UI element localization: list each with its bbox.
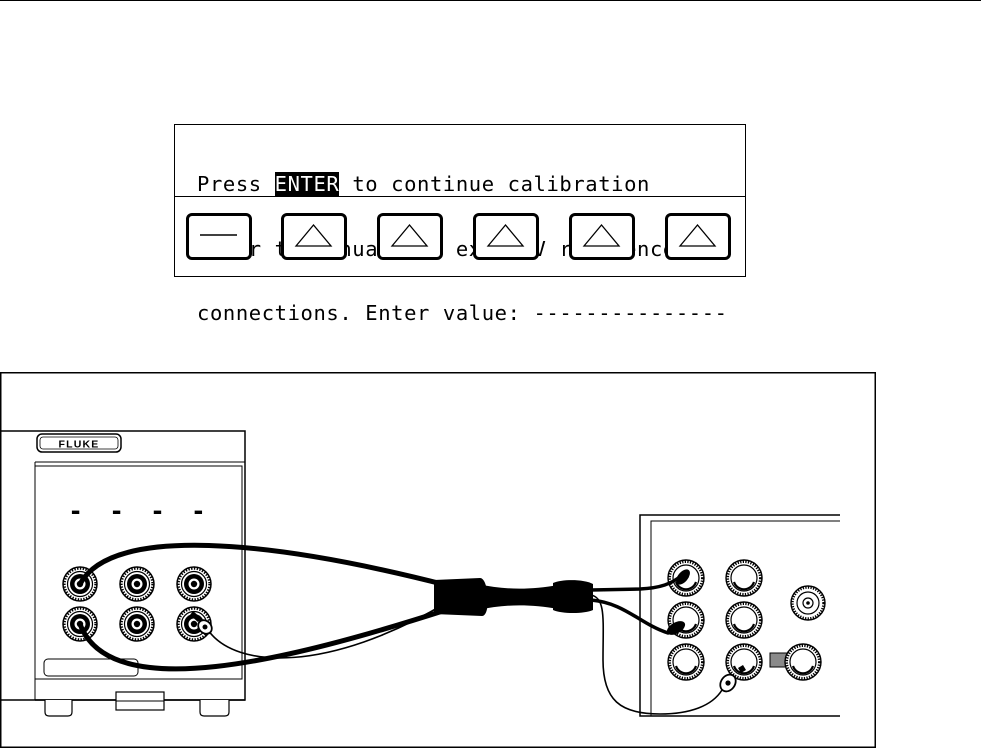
reference-post-middle-right: [724, 600, 764, 640]
top-rule: [0, 0, 981, 1]
lcd-line-2: Refer to manual for ext dcV reference: [197, 236, 675, 261]
calibrator-display-digits: - - - -: [68, 497, 211, 525]
triangle-up-icon: [678, 223, 717, 247]
lcd-message: Press ENTER to continue calibration Refe…: [197, 131, 728, 368]
test-cable: [77, 542, 723, 715]
fluke-logo-badge: [36, 433, 122, 453]
reference-instrument: [639, 514, 840, 717]
lcd-line-1-suffix: to continue calibration: [339, 172, 650, 196]
triangle-up-icon: [582, 223, 621, 247]
triangle-up-icon: [294, 223, 333, 247]
lcd-line-3: connections. Enter value: --------------…: [197, 301, 728, 325]
reference-post-bottom-left: [666, 642, 706, 682]
reference-post-top-right: [724, 558, 764, 598]
calibrator-jack-top-right: [175, 565, 213, 603]
banana-plug-lo: [666, 621, 686, 635]
bnc-connector: [790, 585, 826, 621]
softkey-6[interactable]: [665, 213, 731, 260]
triangle-up-icon: [486, 223, 525, 247]
lcd-divider: [175, 196, 745, 197]
softkey-5[interactable]: [569, 213, 635, 260]
reference-post-ground: [783, 642, 823, 682]
softkey-4[interactable]: [473, 213, 539, 260]
softkey-2[interactable]: [281, 213, 347, 260]
calibrator-jack-bottom-middle: [118, 605, 156, 643]
calibrator-instrument: FLUKE - - - -: [1, 430, 246, 717]
fluke-logo: FLUKE: [59, 439, 100, 451]
banana-plug-hi: [676, 569, 690, 585]
lcd-display-panel: Press ENTER to continue calibration Refe…: [174, 124, 746, 324]
triangle-up-icon: [390, 223, 429, 247]
cable-boot-right: [553, 580, 593, 613]
cable-junction: [478, 584, 558, 610]
lcd-line-1-prefix: Press: [197, 172, 275, 196]
calibrator-jack-top-middle: [118, 565, 156, 603]
softkey-3[interactable]: [377, 213, 443, 260]
cable-boot-left: [434, 578, 488, 616]
dash-icon: [200, 234, 237, 236]
connection-diagram: FLUKE - - - -: [0, 372, 876, 748]
diagram-frame: [0, 372, 876, 748]
spade-plug-ground: [190, 611, 213, 635]
spade-plug-guard: [719, 665, 746, 693]
enter-highlight: ENTER: [274, 172, 340, 196]
softkey-1[interactable]: [186, 213, 252, 260]
lcd-line-1: Press ENTER to continue calibration: [197, 172, 728, 196]
